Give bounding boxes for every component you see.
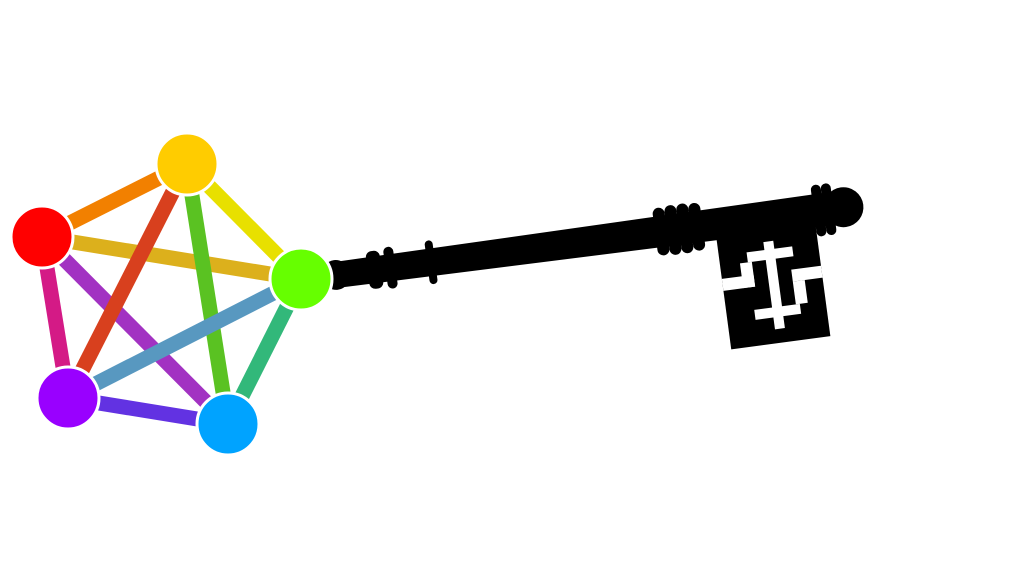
edge-yellow-purple [61, 160, 194, 402]
key-icon [321, 183, 864, 350]
key-ring [664, 205, 682, 255]
key-ring [688, 202, 706, 251]
node-yellow [154, 131, 220, 197]
key-bit [715, 219, 831, 350]
key-shaft [326, 189, 851, 289]
edge-red-green [40, 229, 303, 287]
node-green [268, 246, 334, 312]
key-ring [365, 250, 384, 289]
edge-red-blue [36, 231, 234, 430]
fediverse-pentagram-icon [9, 131, 308, 457]
key-ring [652, 207, 670, 256]
key-ring [676, 203, 694, 254]
edge-green-purple [64, 272, 305, 405]
edge-yellow-blue [179, 162, 236, 426]
key-ring [424, 240, 438, 285]
key-ring [383, 246, 398, 289]
key-tip [823, 187, 864, 228]
key-ring [810, 184, 827, 237]
node-blue [195, 391, 261, 457]
node-purple [35, 365, 101, 431]
node-red [9, 204, 75, 270]
